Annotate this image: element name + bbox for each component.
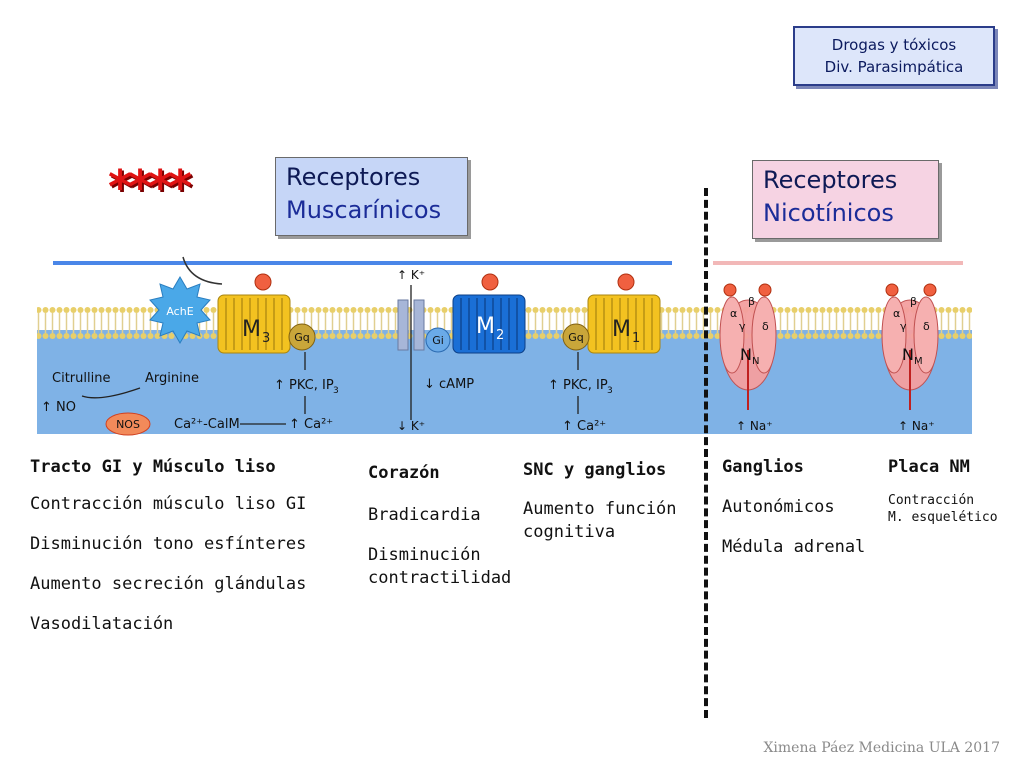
m3-receptor-icon: M 3 [217, 294, 291, 354]
nos-enzyme-icon [105, 412, 151, 436]
m2-label: M [476, 314, 495, 339]
topic-line-1: Drogas y tóxicos [831, 36, 957, 54]
col1-header: Tracto GI y Músculo liso [30, 457, 276, 477]
col-nm-plate: Placa NM Contracción M. esquelético [888, 456, 998, 526]
m1-sub: 1 [632, 331, 640, 346]
ligand-nm-2-icon [923, 283, 937, 297]
na-label-1: ↑ Na⁺ [736, 419, 773, 433]
ache-enzyme-icon: AchE [149, 276, 211, 344]
topic-tag: Drogas y tóxicos Div. Parasimpática [793, 26, 995, 86]
gq-protein-1-icon [288, 323, 316, 351]
gq-label-1: Gq [294, 331, 310, 344]
m3-label: M [242, 317, 261, 342]
m1-label: M [612, 317, 631, 342]
ca-calm-label: Ca²⁺-CalM [174, 417, 240, 432]
m3-sub: 3 [262, 331, 270, 346]
na-label-2: ↑ Na⁺ [898, 419, 935, 433]
pkc-ip3-label-2: ↑ PKC, IP [548, 378, 608, 393]
nm-alpha-1: α [893, 307, 900, 320]
arginine-label: Arginine [145, 371, 199, 386]
ca-label-1: ↑ Ca²⁺ [289, 417, 333, 432]
col1-item-2: Disminución tono esfínteres [30, 534, 307, 554]
ligand-m1-icon [617, 273, 635, 291]
nm-channel-icon [881, 296, 939, 410]
pkc-ip3-sub-1: 3 [333, 386, 339, 396]
gq-label-2: Gq [568, 331, 584, 344]
ligand-nn-1-icon [723, 283, 737, 297]
nn-beta: β [748, 295, 755, 308]
col4-item-1: Autonómicos [722, 497, 835, 517]
ache-arrow [182, 256, 223, 285]
col3-item-1: Aumento función [523, 499, 677, 519]
camp-label: ↓ cAMP [424, 377, 474, 392]
nos-label: NOS [116, 418, 140, 431]
nicotinic-line-2: Nicotínicos [763, 199, 894, 227]
k-channel-icon [397, 285, 425, 420]
ca-label-2: ↑ Ca²⁺ [562, 419, 606, 434]
nicotinic-line-1: Receptores [763, 166, 898, 194]
nn-label: N [740, 345, 752, 364]
citrulline-label: Citrulline [52, 371, 110, 386]
importance-stars: **** [108, 160, 192, 214]
col2-header: Corazón [368, 463, 440, 483]
col4-header: Ganglios [722, 457, 804, 477]
col-gi-smooth-muscle: Tracto GI y Músculo liso Contracción mús… [30, 456, 306, 635]
k-top-label: ↑ K⁺ [397, 268, 425, 282]
col3-item-2: cognitiva [523, 522, 616, 542]
pkc-ip3-sub-2: 3 [607, 386, 613, 396]
ligand-m3-icon [254, 273, 272, 291]
footer-credit: Ximena Páez Medicina ULA 2017 [763, 740, 1000, 756]
col2-item-2: Disminución [368, 545, 481, 565]
col1-item-3: Aumento secreción glándulas [30, 574, 307, 594]
col-ganglia: Ganglios Autonómicos Médula adrenal [722, 456, 865, 558]
pkc-ip3-label-1: ↑ PKC, IP [274, 378, 334, 393]
col5-header: Placa NM [888, 457, 970, 477]
gi-protein-icon [425, 327, 451, 353]
col3-header: SNC y ganglios [523, 460, 667, 480]
col5-item-2: M. esquelético [888, 510, 998, 525]
col2-item-3: contractilidad [368, 568, 512, 588]
ligand-nn-2-icon [758, 283, 772, 297]
col4-item-2: Médula adrenal [722, 537, 866, 557]
m2-sub: 2 [496, 328, 504, 343]
k-bottom-label: ↓ K⁺ [397, 419, 425, 433]
nn-delta: δ [762, 320, 769, 333]
col5-item-1: Contracción [888, 493, 975, 508]
nm-gamma: γ [900, 320, 907, 333]
gi-label: Gi [432, 334, 444, 347]
nm-delta: δ [923, 320, 930, 333]
nicotinic-title-box: Receptores Nicotínicos [752, 160, 939, 239]
nm-label: N [902, 345, 914, 364]
nn-channel-icon [719, 296, 777, 410]
muscarinic-line-1: Receptores [286, 163, 421, 191]
arginine-arrow [81, 387, 141, 399]
ligand-m2-icon [481, 273, 499, 291]
nn-sub: N [752, 356, 759, 367]
divider-line [704, 188, 708, 718]
gq-protein-2-icon [562, 323, 590, 351]
muscarinic-line-2: Muscarínicos [286, 196, 442, 224]
ligand-nm-1-icon [885, 283, 899, 297]
col1-item-4: Vasodilatación [30, 614, 174, 634]
nn-gamma: γ [739, 320, 746, 333]
col-cns: SNC y ganglios Aumento función cognitiva [523, 459, 677, 544]
ache-label: AchE [166, 305, 193, 318]
nn-alpha-1: α [730, 307, 737, 320]
m1-receptor-icon: M 1 [587, 294, 661, 354]
col1-item-1: Contracción músculo liso GI [30, 494, 307, 514]
nm-sub: M [914, 356, 923, 367]
no-label: ↑ NO [41, 400, 76, 415]
muscarinic-title-box: Receptores Muscarínicos [275, 157, 468, 236]
col2-item-1: Bradicardia [368, 505, 481, 525]
nm-beta: β [910, 295, 917, 308]
m2-receptor-icon: M 2 [452, 294, 526, 354]
topic-line-2: Div. Parasimpática [824, 58, 964, 76]
col-heart: Corazón Bradicardia Disminución contract… [368, 462, 511, 590]
